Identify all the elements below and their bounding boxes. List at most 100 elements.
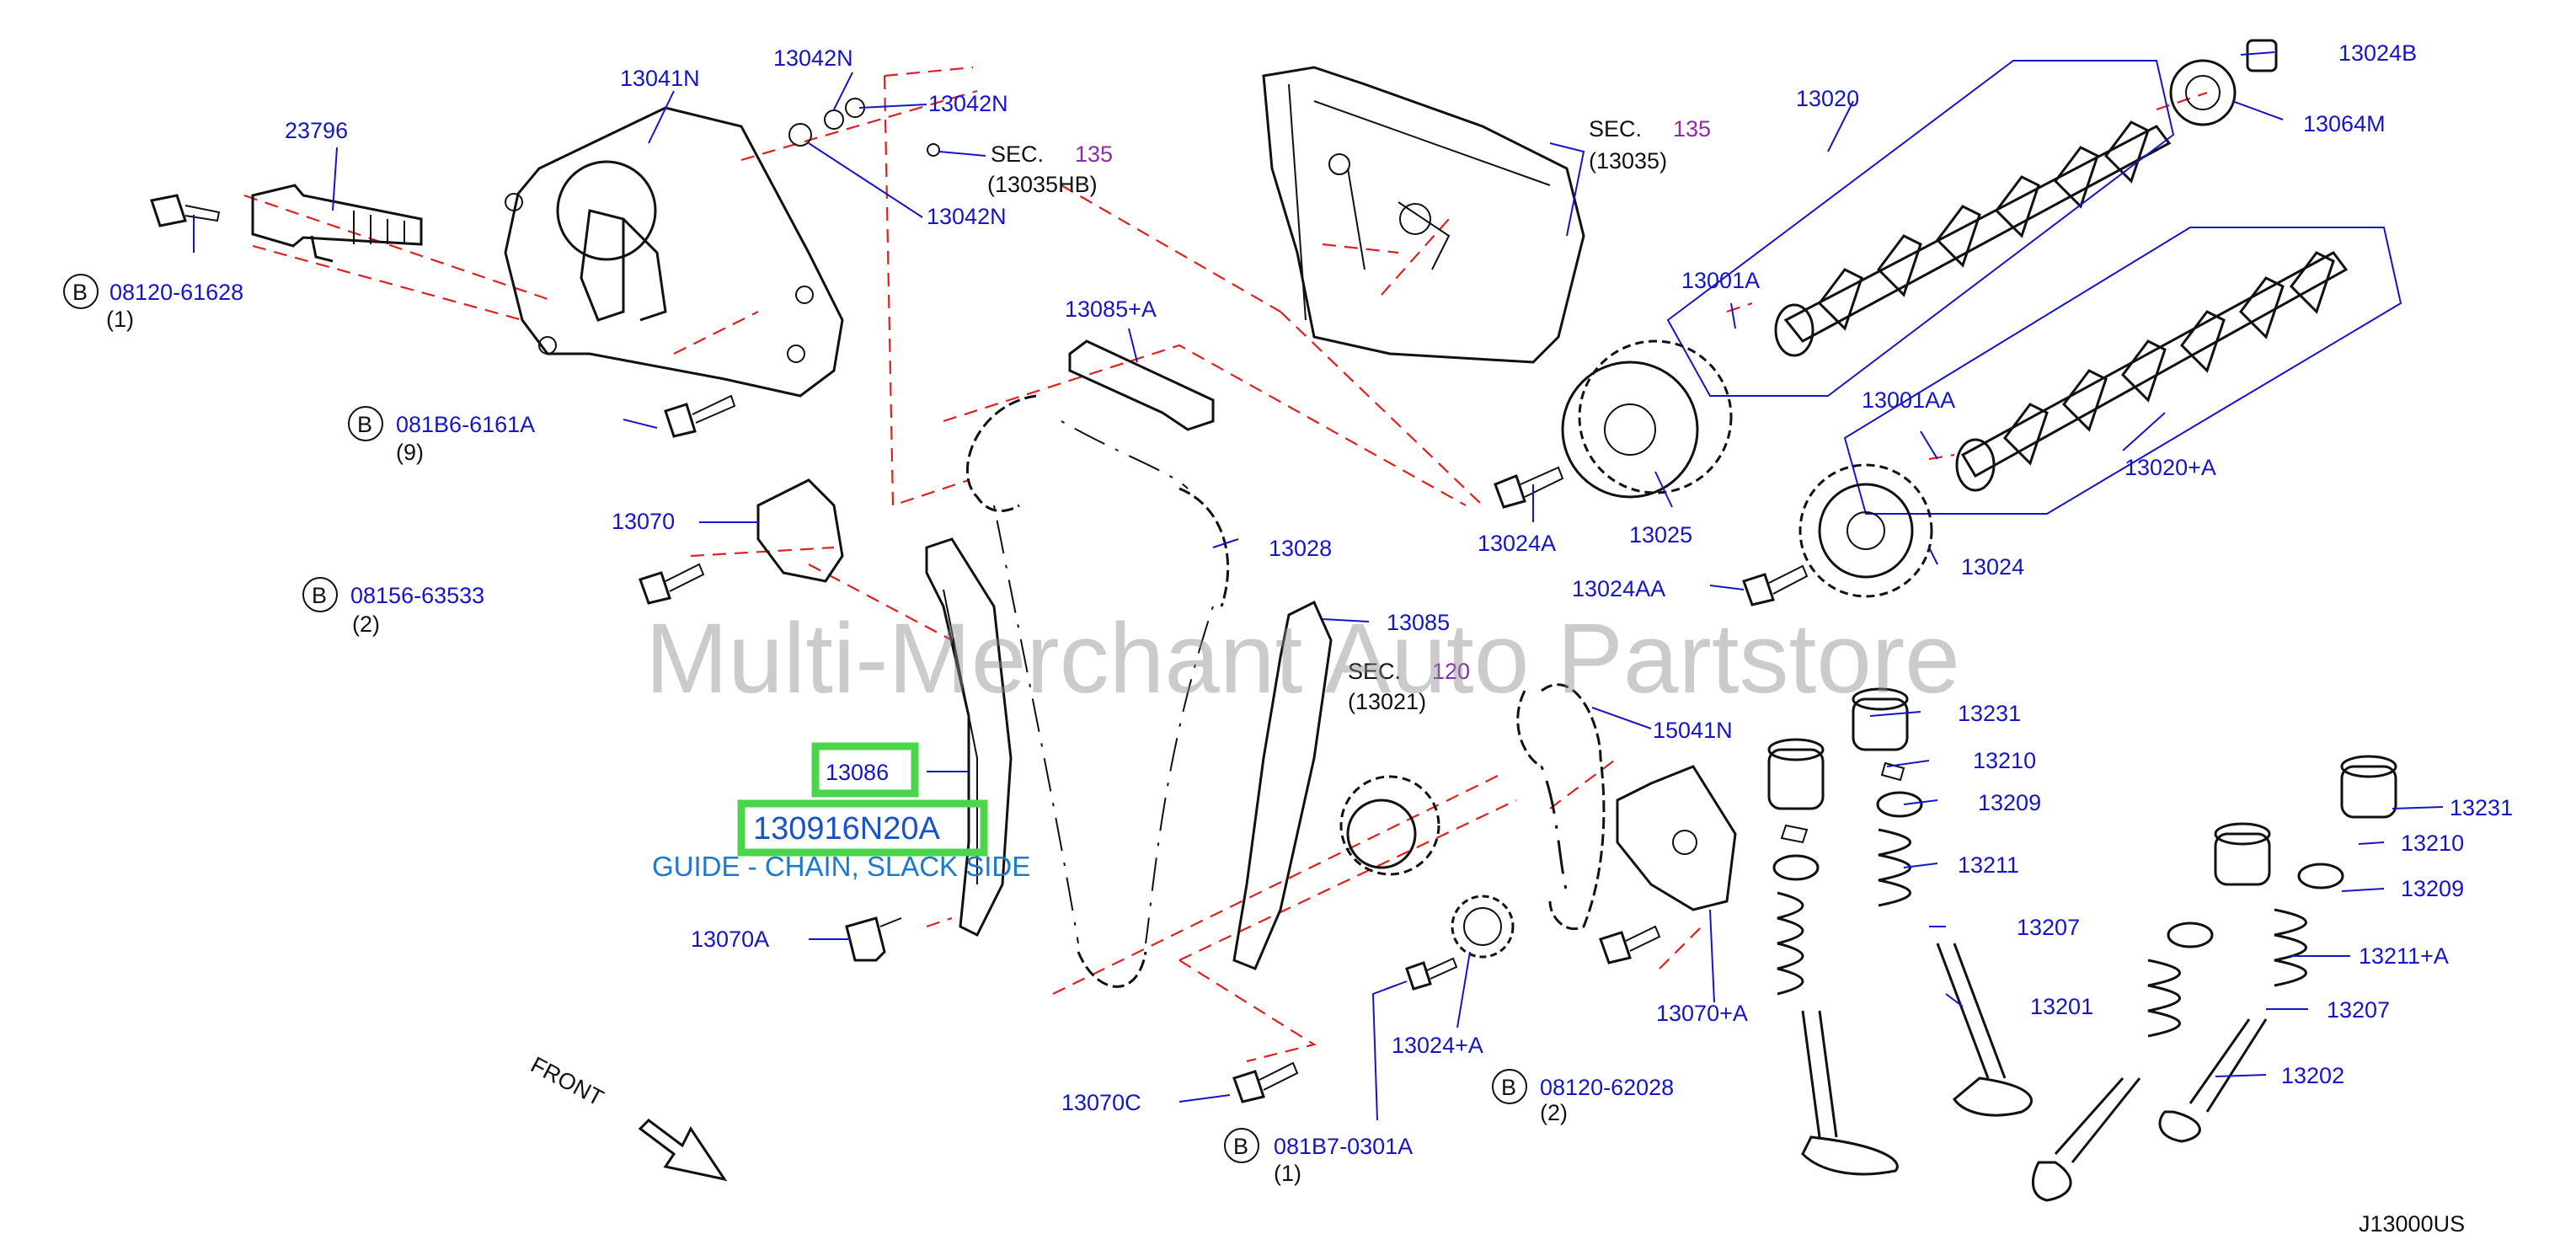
sec-prefix-2: SEC.: [1589, 116, 1642, 142]
sec-ref-3: (13021): [1348, 689, 1426, 714]
camshaft-13020-frame: [1666, 60, 2175, 397]
callout-13001AA[interactable]: 13001AA: [1862, 387, 1955, 413]
highlight-oem-number[interactable]: 130916N20A: [753, 811, 941, 847]
callout-13085[interactable]: 13085: [1387, 610, 1450, 635]
oil-pump-chain-15041N: [1516, 683, 1606, 931]
front-arrow: [638, 1119, 728, 1182]
chain-guide-13085A: [1068, 339, 1215, 431]
bolt-badge-letter-1: B: [72, 280, 88, 305]
bolt-qty-5: (1): [1274, 1161, 1301, 1186]
bolt-small-1688: [1405, 957, 1458, 991]
callout-13211A[interactable]: 13211+A: [2359, 943, 2449, 969]
bolt-code-4: 08120-62028: [1540, 1075, 1674, 1100]
gear-13024A: [1451, 895, 1515, 959]
valve-cover-13035: [1262, 66, 1585, 364]
callout-13210-a[interactable]: 13210: [1973, 748, 2036, 773]
callout-13024A[interactable]: 13024A: [1478, 531, 1556, 556]
callout-13211[interactable]: 13211: [1958, 852, 2019, 878]
callout-13024[interactable]: 13024: [1961, 554, 2024, 580]
alignment-lines: [243, 66, 2208, 1063]
highlight-part-number[interactable]: 13086: [826, 760, 889, 785]
callout-13209-b[interactable]: 13209: [2401, 876, 2464, 901]
sec-num-2[interactable]: 135: [1673, 116, 1711, 142]
sensor-plate-13064M: [2169, 39, 2278, 126]
callout-13020A[interactable]: 13020+A: [2124, 455, 2216, 480]
bolt-badge-4: [1492, 1069, 1527, 1104]
front-cover-13041N: [504, 106, 844, 398]
callout-13231-a[interactable]: 13231: [1958, 701, 2021, 726]
callout-13202[interactable]: 13202: [2281, 1063, 2344, 1088]
callout-23796[interactable]: 23796: [285, 118, 348, 143]
bolt-callout-08156-63533[interactable]: B 08156-63533 (2): [302, 577, 484, 637]
callout-13001A[interactable]: 13001A: [1681, 268, 1760, 293]
callout-13024B[interactable]: 13024B: [2338, 40, 2417, 66]
bolt-08120-61628: [150, 194, 221, 227]
callout-15041N[interactable]: 15041N: [1653, 718, 1733, 743]
bolt-badge-letter-4: B: [1501, 1075, 1516, 1100]
bolt-callout-08120-61628[interactable]: B 08120-61628 (1): [63, 274, 243, 332]
bolt-badge-1: [63, 274, 99, 309]
bolt-badge-3: [302, 577, 338, 612]
bolt-081B7-0301A: [1232, 1061, 1299, 1103]
valve-train-right-1: [2031, 822, 2271, 1202]
tensioner-13070: [756, 478, 844, 583]
highlight-box-part-number: [811, 742, 919, 798]
callout-13231-b[interactable]: 13231: [2450, 795, 2513, 820]
callout-13041N[interactable]: 13041N: [620, 66, 700, 91]
callout-13064M[interactable]: 13064M: [2303, 111, 2386, 136]
bolt-081B6-6161A: [664, 394, 736, 438]
section-references: SEC. 135 (13035HB) SEC. 135 (13035) SEC.…: [987, 116, 1711, 714]
bolt-callout-081B7-0301A[interactable]: B 081B7-0301A (1): [1224, 1128, 1413, 1186]
camshaft-13020A: [1955, 251, 2349, 492]
callout-13070[interactable]: 13070: [612, 509, 675, 534]
callout-13070A[interactable]: 13070A: [691, 927, 769, 952]
camshaft-13020: [1774, 120, 2172, 357]
bolt-badge-2: [348, 406, 383, 441]
tensioner-13070A: [1616, 765, 1737, 911]
front-label: FRONT: [526, 1052, 607, 1111]
sec-num-3[interactable]: 120: [1432, 659, 1470, 684]
leader-lines: [193, 51, 2444, 1121]
callout-13207-b[interactable]: 13207: [2327, 997, 2390, 1023]
sec-num-1[interactable]: 135: [1075, 142, 1113, 167]
callout-13070C[interactable]: 13070C: [1061, 1090, 1141, 1115]
callout-13207-a[interactable]: 13207: [2017, 915, 2080, 940]
callout-13085A[interactable]: 13085+A: [1065, 296, 1157, 322]
bolt-code-1: 08120-61628: [110, 280, 243, 305]
bolt-code-3: 08156-63533: [350, 583, 484, 608]
bolt-badge-letter-5: B: [1233, 1134, 1248, 1159]
solenoid-23796: [251, 184, 423, 263]
valve-train-left: [1767, 738, 1899, 1176]
callout-13042N-a[interactable]: 13042N: [773, 45, 853, 71]
crank-sprocket: [1339, 775, 1440, 876]
valve-train-right-2: [2158, 755, 2397, 1143]
callout-13020[interactable]: 13020: [1796, 86, 1859, 111]
bolt-callouts: B 08120-61628 (1) B 081B6-6161A (9) B 08…: [63, 274, 1674, 1186]
callout-13209-a[interactable]: 13209: [1978, 790, 2041, 815]
callout-13025[interactable]: 13025: [1629, 522, 1692, 548]
callout-13210-b[interactable]: 13210: [2401, 831, 2464, 856]
callout-13042N-b[interactable]: 13042N: [928, 91, 1008, 116]
callout-13070A-tensioner[interactable]: 13070+A: [1656, 1001, 1748, 1026]
bolt-callout-081B6-6161A[interactable]: B 081B6-6161A (9): [348, 406, 535, 465]
callout-13028[interactable]: 13028: [1269, 536, 1332, 561]
sec-prefix-1: SEC.: [991, 142, 1044, 167]
highlight-description: GUIDE - CHAIN, SLACK SIDE: [652, 851, 1030, 882]
callout-13042N-c[interactable]: 13042N: [927, 204, 1007, 229]
timing-chain-13028: [965, 394, 1230, 988]
callout-13024AA[interactable]: 13024AA: [1572, 576, 1665, 601]
bolt-08120-62028: [1599, 925, 1661, 964]
callouts: 13041N 13042N 13042N 13042N 23796 13020 …: [285, 40, 2513, 1115]
callout-13024A-gear[interactable]: 13024+A: [1392, 1033, 1483, 1058]
bolt-callout-08120-62028[interactable]: B 08120-62028 (2): [1492, 1069, 1674, 1125]
chain-guide-13086: [925, 537, 1013, 938]
camshaft-13020A-frame: [1843, 227, 2402, 515]
chain-guide-13085: [1232, 600, 1333, 970]
callout-13201[interactable]: 13201: [2030, 994, 2093, 1019]
bolt-qty-4: (2): [1540, 1100, 1568, 1125]
highlighted-part[interactable]: 13086 130916N20A GUIDE - CHAIN, SLACK SI…: [652, 742, 1030, 882]
sprocket-13024: [1798, 463, 1933, 598]
bolt-13024AA: [1742, 564, 1809, 606]
